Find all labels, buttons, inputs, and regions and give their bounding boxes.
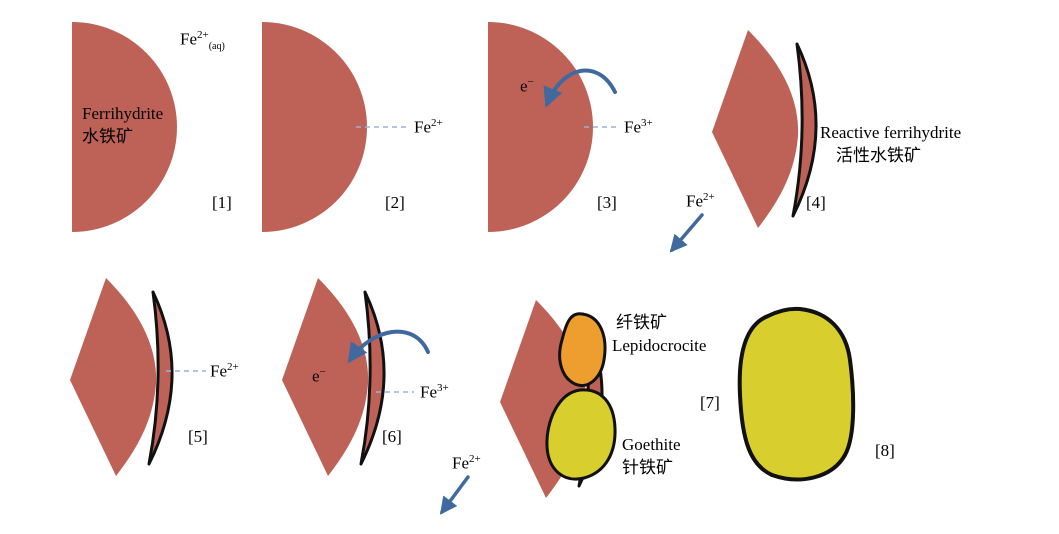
goethite-final-shape — [737, 306, 856, 482]
goethite-label: Goethite 针铁矿 — [622, 434, 681, 480]
electron-symbol: e — [312, 366, 320, 386]
fe3-label-panel6: Fe3+ — [420, 381, 449, 405]
ion-charge: 3+ — [641, 117, 653, 129]
fe2-label-panel5: Fe2+ — [210, 360, 239, 384]
ion-charge: 3+ — [437, 382, 449, 394]
goethite-shape — [545, 388, 617, 481]
fe2-aqueous-label: Fe2+(aq) — [180, 28, 225, 54]
panel-index-5: [5] — [188, 427, 208, 446]
fe2-release-label-panel7: Fe2+ — [452, 452, 481, 476]
lepidocrocite-label: 纤铁矿 Lepidocrocite — [612, 312, 706, 358]
ion-symbol: Fe — [452, 453, 469, 473]
electron-symbol: e — [520, 76, 528, 96]
electron-label-panel6: e− — [312, 365, 326, 389]
electron-label-panel3: e− — [520, 75, 534, 99]
ion-symbol: Fe — [180, 29, 197, 49]
ferrihydrite-shape-3 — [488, 22, 593, 232]
ion-charge: 2+ — [469, 453, 481, 465]
panel1-title-zh: 水铁矿 — [82, 126, 133, 146]
ion-symbol: Fe — [210, 361, 227, 381]
ion-symbol: Fe — [414, 117, 431, 137]
fe2-label-panel2: Fe2+ — [414, 116, 443, 140]
panel-index-7: [7] — [700, 393, 720, 412]
panel-index-1: [1] — [212, 193, 232, 212]
lepidocrocite-zh: 纤铁矿 — [616, 313, 667, 332]
ion-charge: 2+ — [197, 29, 209, 41]
panel4-title: Reactive ferrihydrite 活性水铁矿 — [820, 122, 961, 168]
panel-index-8: [8] — [875, 441, 895, 460]
panel4-title-en: Reactive ferrihydrite — [820, 123, 962, 142]
ion-charge: 2+ — [227, 361, 239, 373]
panel1-title: Ferrihydrite 水铁矿 — [82, 103, 163, 149]
lepidocrocite-shape — [558, 312, 607, 387]
electron-charge: − — [319, 366, 326, 378]
ferrihydrite-shape-2 — [262, 22, 367, 232]
panel1-title-en: Ferrihydrite — [82, 104, 164, 123]
electron-transfer-arrow-panel3 — [543, 68, 617, 108]
ion-symbol: Fe — [686, 191, 703, 211]
panel-index-4: [4] — [806, 193, 826, 212]
panel-index-2: [2] — [385, 193, 405, 212]
fe3-label-panel3: Fe3+ — [624, 116, 653, 140]
ion-symbol: Fe — [420, 382, 437, 402]
ferrihydrite-shape-4 — [712, 30, 799, 228]
electron-charge: − — [527, 76, 534, 88]
ion-charge: 2+ — [431, 117, 443, 129]
fe2-release-arrow-panel4 — [669, 213, 704, 253]
ion-symbol: Fe — [624, 117, 641, 137]
lepidocrocite-en: Lepidocrocite — [612, 335, 707, 355]
electron-transfer-arrow-panel6 — [347, 329, 430, 364]
panel-index-6: [6] — [382, 427, 402, 446]
ferrihydrite-shape-5 — [70, 278, 157, 476]
panel-index-3: [3] — [597, 193, 617, 212]
fe2-release-arrow-panel7 — [439, 475, 470, 515]
ion-phase: (aq) — [208, 41, 225, 53]
goethite-zh: 针铁矿 — [622, 457, 673, 477]
goethite-en: Goethite — [622, 435, 681, 454]
panel4-title-zh: 活性水铁矿 — [836, 145, 921, 165]
ion-charge: 2+ — [703, 191, 715, 203]
fe2-release-label-panel4: Fe2+ — [686, 190, 715, 214]
